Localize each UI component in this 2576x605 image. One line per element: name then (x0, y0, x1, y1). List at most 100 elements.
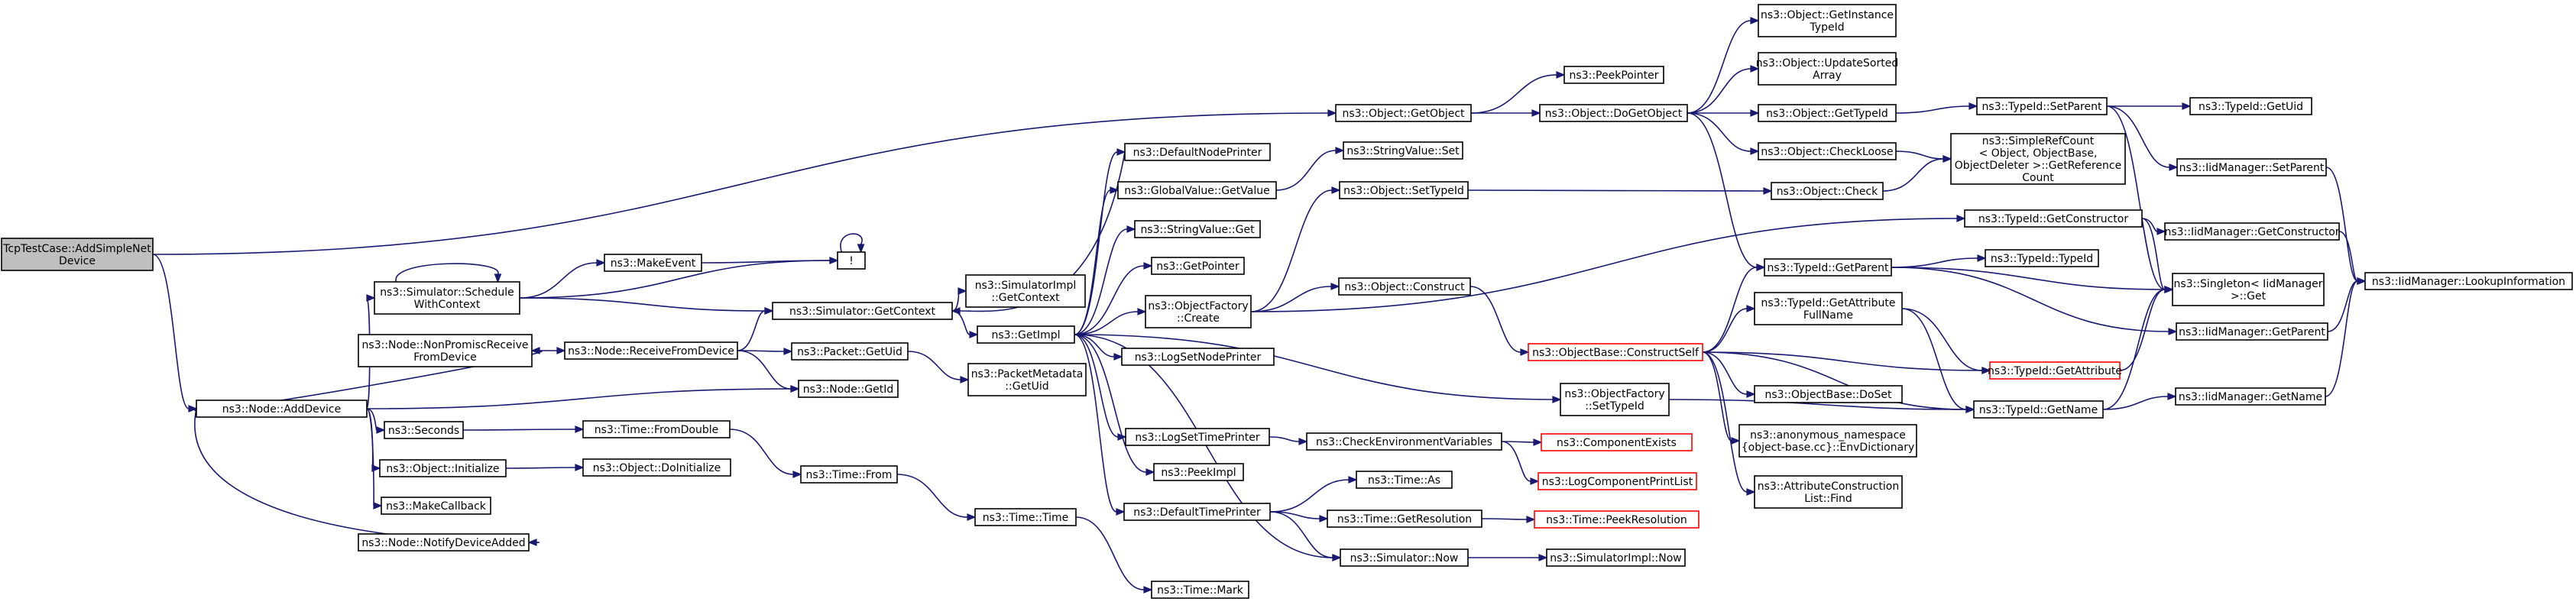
node-gvGetValue[interactable]: ns3::GlobalValue::GetValue (1117, 181, 1277, 199)
edge-arrowhead (1977, 254, 1987, 262)
node-addDevice[interactable]: ns3::Node::AddDevice (196, 400, 368, 418)
edge-tidGetCtor-to-iidGetCtor (2141, 218, 2166, 235)
node-label-line: ns3::ObjectFactory (1564, 388, 1664, 400)
node-peekRes[interactable]: ns3::Time::PeekResolution (1534, 510, 1700, 529)
node-label-line: ns3::Object::Check (1777, 186, 1878, 198)
node-obDoSet[interactable]: ns3::ObjectBase::DoSet (1754, 385, 1903, 403)
node-doGetObject[interactable]: ns3::Object::DoGetObject (1539, 104, 1688, 122)
node-obConstructSelf[interactable]: ns3::ObjectBase::ConstructSelf (1528, 343, 1703, 361)
node-box (967, 363, 1087, 396)
node-makeCallback[interactable]: ns3::MakeCallback (381, 497, 491, 515)
node-ofSetTypeId[interactable]: ns3::ObjectFactory::SetTypeId (1560, 383, 1670, 416)
edge-arrowhead (1756, 264, 1766, 271)
node-envDict[interactable]: ns3::anonymous_namespace{object-base.cc}… (1738, 424, 1917, 458)
edge-arrowhead (575, 425, 585, 433)
edge-line (1687, 112, 1758, 268)
node-simGetContext[interactable]: ns3::Simulator::GetContext (772, 302, 953, 320)
node-svGet[interactable]: ns3::StringValue::Get (1134, 220, 1261, 238)
node-timeMark[interactable]: ns3::Time::Mark (1151, 581, 1249, 599)
node-box (1989, 361, 2121, 380)
node-objSetTypeId[interactable]: ns3::Object::SetTypeId (1339, 181, 1469, 199)
node-iidGetCtor[interactable]: ns3::IidManager::GetConstructor (2164, 222, 2340, 241)
edge-makeEvent-to-excl (701, 257, 839, 264)
node-getImpl[interactable]: ns3::GetImpl (977, 325, 1075, 344)
edge-defTimePrinter-to-timeAs (1269, 476, 1358, 513)
node-peekPointer[interactable]: ns3::PeekPointer (1563, 66, 1664, 84)
node-peekImpl[interactable]: ns3::PeekImpl (1153, 463, 1244, 481)
node-timeFrom[interactable]: ns3::Time::From (800, 465, 898, 484)
node-logSetTime[interactable]: ns3::LogSetTimePrinter (1125, 428, 1270, 446)
node-ofCreate[interactable]: ns3::ObjectFactory::Create (1145, 295, 1252, 328)
node-svSet[interactable]: ns3::StringValue::Set (1343, 141, 1463, 160)
node-tidTypeId[interactable]: ns3::TypeId::TypeId (1985, 249, 2099, 267)
node-checkLoose[interactable]: ns3::Object::CheckLoose (1758, 142, 1897, 160)
node-label-line: WithContext (414, 299, 481, 311)
node-box (1123, 503, 1271, 521)
node-defTimePrinter[interactable]: ns3::DefaultTimePrinter (1123, 503, 1271, 521)
node-box (196, 400, 368, 418)
node-fromDouble[interactable]: ns3::Time::FromDouble (582, 420, 731, 438)
edge-line (1074, 265, 1145, 335)
node-packetGetUid[interactable]: ns3::Packet::GetUid (791, 342, 909, 361)
node-logCompPrint[interactable]: ns3::LogComponentPrintList (1537, 472, 1697, 490)
node-objGetTypeId[interactable]: ns3::Object::GetTypeId (1758, 104, 1897, 122)
node-srcGetRef[interactable]: ns3::SimpleRefCount< Object, ObjectBase,… (1950, 133, 2126, 185)
node-getId[interactable]: ns3::Node::GetId (798, 380, 899, 398)
node-iidGetParent[interactable]: ns3::IidManager::GetParent (2176, 322, 2328, 341)
node-iidLookup[interactable]: ns3::IidManager::LookupInformation (2364, 272, 2573, 290)
node-iidSetParent[interactable]: ns3::IidManager::SetParent (2176, 158, 2327, 176)
edge-line (1702, 308, 1748, 353)
node-label-line: ns3::TypeId::GetAttribute (1988, 365, 2122, 377)
node-objGetObject[interactable]: ns3::Object::GetObject (1335, 104, 1472, 122)
edge-getImpl-to-ofCreate (1074, 308, 1147, 335)
node-doInitialize[interactable]: ns3::Object::DoInitialize (582, 458, 731, 477)
node-timeTime[interactable]: ns3::Time::Time (974, 508, 1077, 526)
edge-doGetObject-to-updSorted (1687, 65, 1760, 114)
node-seconds[interactable]: ns3::Seconds (384, 421, 464, 439)
node-tidGetName[interactable]: ns3::TypeId::GetName (1973, 400, 2104, 419)
edge-arrowhead (1145, 468, 1155, 476)
node-compExists[interactable]: ns3::ComponentExists (1541, 433, 1693, 451)
node-label-line: ns3::Singleton< IidManager (2174, 278, 2323, 290)
node-singletonGet[interactable]: ns3::Singleton< IidManager >::Get (2172, 273, 2325, 306)
node-excl[interactable]: ! (837, 251, 866, 270)
node-timeGetRes[interactable]: ns3::Time::GetResolution (1327, 510, 1482, 528)
node-defNodePrinter[interactable]: ns3::DefaultNodePrinter (1124, 143, 1271, 161)
edge-doGetObject-to-checkLoose (1687, 112, 1760, 155)
node-iidGetName[interactable]: ns3::IidManager::GetName (2175, 387, 2326, 406)
node-receiveFrom[interactable]: ns3::Node::ReceiveFromDevice (564, 341, 738, 360)
node-getPointer[interactable]: ns3::GetPointer (1151, 257, 1245, 275)
node-initialize[interactable]: ns3::Object::Initialize (379, 459, 507, 477)
node-tidGetUid[interactable]: ns3::TypeId::GetUid (2189, 97, 2312, 115)
node-objCheck[interactable]: ns3::Object::Check (1771, 182, 1884, 200)
node-tidSetParent[interactable]: ns3::TypeId::SetParent (1976, 97, 2108, 115)
node-makeEvent[interactable]: ns3::MakeEvent (604, 254, 702, 272)
node-logSetNode[interactable]: ns3::LogSetNodePrinter (1121, 348, 1275, 366)
node-label-line: ns3::Node::NonPromiscReceive (362, 339, 529, 351)
node-checkEnv[interactable]: ns3::CheckEnvironmentVariables (1306, 432, 1502, 451)
edge-defTimePrinter-to-simNow (1269, 511, 1342, 561)
node-objConstruct[interactable]: ns3::Object::Construct (1338, 277, 1471, 296)
node-box (374, 281, 520, 315)
edge-schedule-to-makeEvent (519, 259, 606, 299)
node-implGetContext[interactable]: ns3::SimulatorImpl::GetContext (965, 274, 1086, 308)
node-implNow[interactable]: ns3::SimulatorImpl::Now (1546, 548, 1686, 567)
node-simNow[interactable]: ns3::Simulator::Now (1340, 548, 1469, 567)
node-label-line: ns3::Object::GetObject (1342, 108, 1465, 120)
node-box (2176, 322, 2328, 341)
node-tidGetCtor[interactable]: ns3::TypeId::GetConstructor (1964, 209, 2143, 228)
node-tidGetAttr[interactable]: ns3::TypeId::GetAttribute (1988, 361, 2122, 380)
edge-arrowhead (1965, 406, 1975, 413)
node-notifyDev[interactable]: ns3::Node::NotifyDeviceAdded (358, 533, 530, 552)
node-timeAs[interactable]: ns3::Time::As (1356, 471, 1453, 489)
edge-arrowhead (1750, 147, 1760, 155)
node-tidGetParent[interactable]: ns3::TypeId::GetParent (1764, 258, 1892, 277)
node-pmGetUid[interactable]: ns3::PacketMetadata::GetUid (967, 363, 1087, 396)
